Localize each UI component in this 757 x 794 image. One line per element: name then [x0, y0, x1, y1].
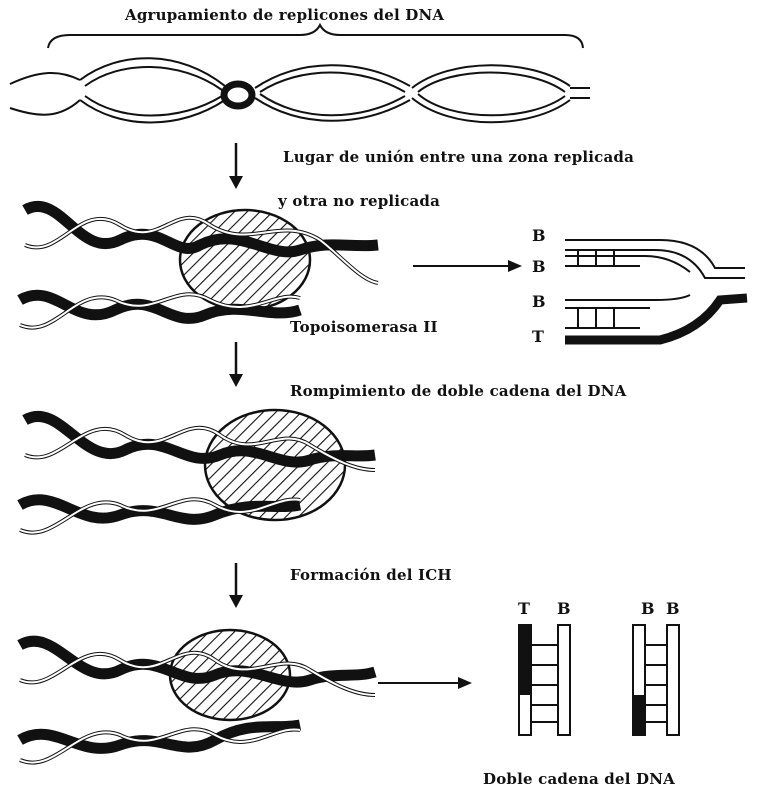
result-letter-left-1: T [518, 599, 530, 618]
right-arrow-1 [413, 260, 522, 272]
fork-letter-bottom-2: T [532, 327, 544, 346]
exchanged-segment-right [633, 695, 645, 735]
result-letter-right-2: B [666, 599, 680, 618]
down-arrow-3 [229, 563, 243, 608]
down-arrow-1 [229, 143, 243, 189]
right-arrow-2 [378, 677, 472, 689]
result-letter-right-1: B [641, 599, 655, 618]
formation-label: Formación del ICH [290, 566, 452, 584]
panel-break [20, 410, 375, 533]
down-arrow-2 [229, 342, 243, 387]
fork-letter-top-2: B [532, 257, 546, 276]
junction-label-line2: y otra no replicada [278, 192, 440, 210]
double-strand-label: Doble cadena del DNA [483, 770, 675, 788]
title-label: Agrupamiento de replicones del DNA [125, 6, 444, 24]
replicon-chain [10, 58, 590, 122]
replication-fork [565, 240, 745, 328]
exchanged-segment-left [519, 625, 531, 695]
result-letter-left-2: B [557, 599, 571, 618]
brace [48, 25, 583, 48]
break-label: Rompimiento de doble cadena del DNA [290, 382, 626, 400]
fork-dark-strand [565, 298, 747, 340]
fork-letter-bottom-1: B [532, 292, 546, 311]
junction-ring [224, 84, 252, 106]
junction-label-line1: Lugar de unión entre una zona replicada [283, 148, 634, 166]
panel-ich [20, 630, 375, 763]
fork-letter-top-1: B [532, 226, 546, 245]
panel-topoisomerase [20, 206, 378, 327]
topoisomerase-label: Topoisomerasa II [290, 318, 438, 336]
